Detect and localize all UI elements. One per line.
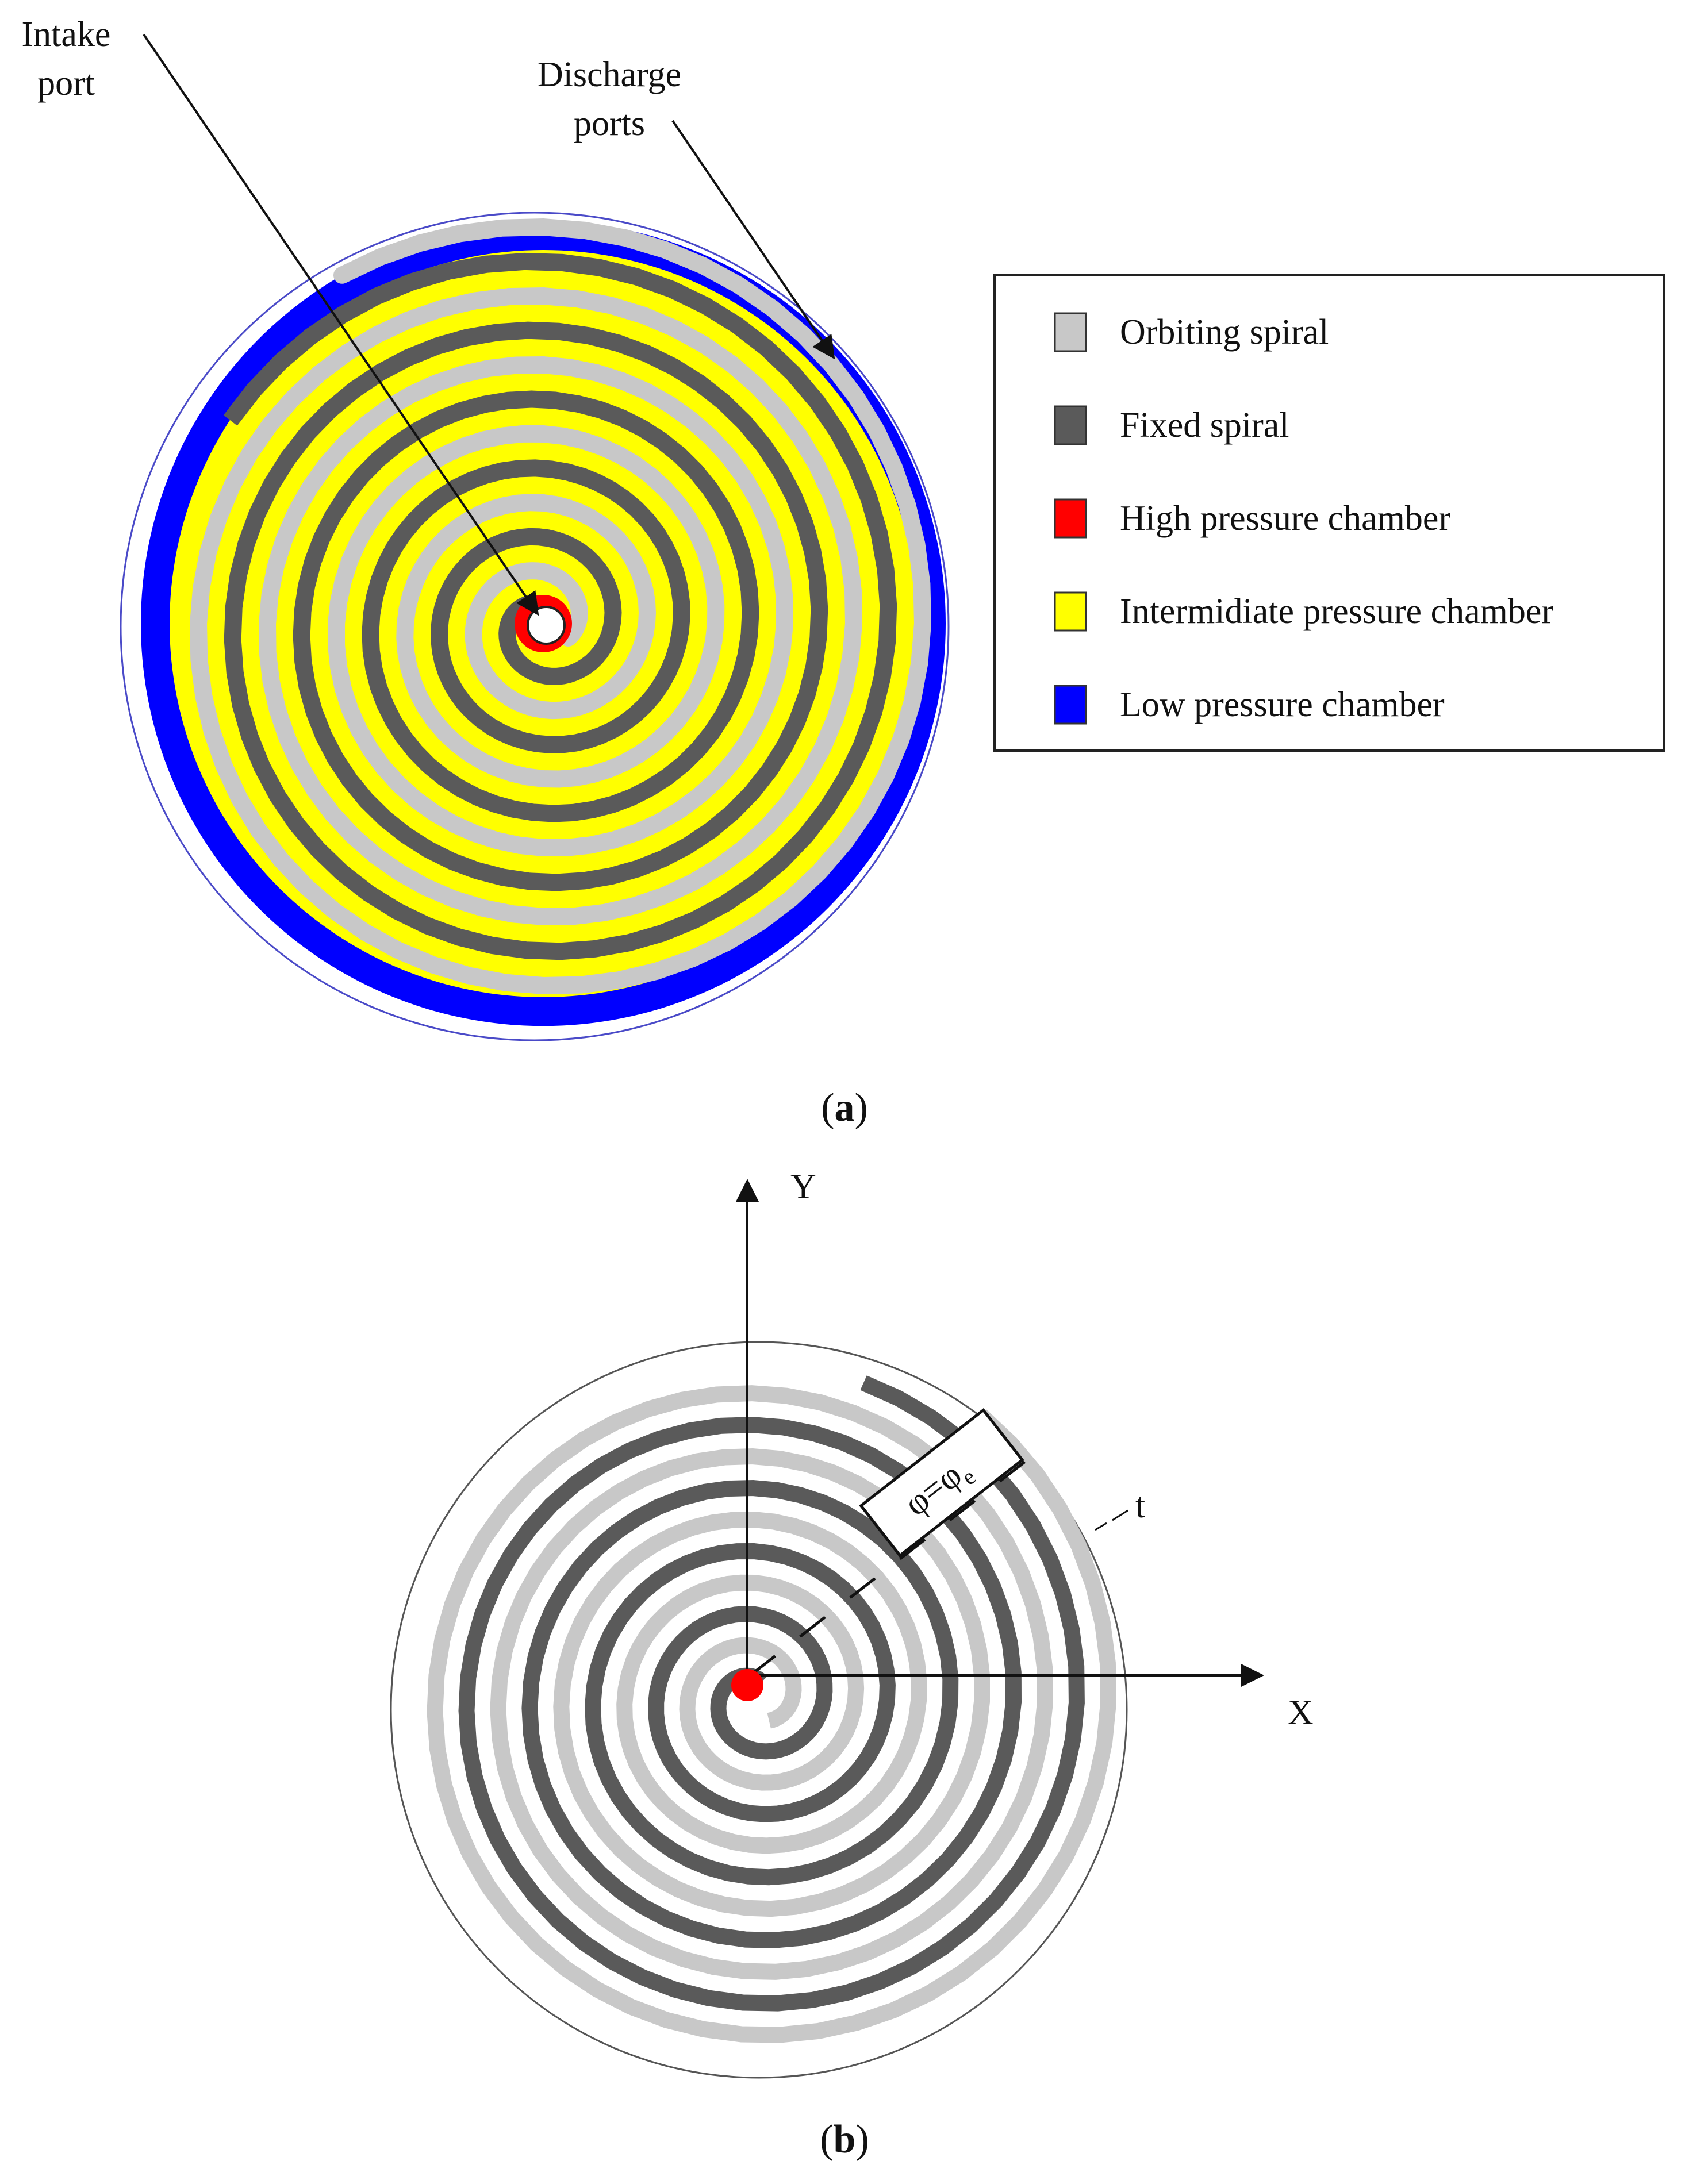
intake-label-line2: port — [37, 64, 95, 103]
thickness-label: t — [1135, 1486, 1145, 1525]
thickness-arrow-out — [1112, 1509, 1128, 1521]
phi-e-label: φ=φe — [859, 1408, 1024, 1558]
intake-port — [515, 595, 572, 652]
legend-swatch-orbiting — [1054, 312, 1087, 352]
intake-arrow — [143, 33, 539, 616]
housing-outline-a — [120, 212, 950, 1041]
caption-a-letter: a — [835, 1086, 855, 1130]
scroll-set-a — [140, 218, 946, 1026]
scroll-set-b — [427, 1375, 1116, 2043]
fixed-spiral — [223, 252, 897, 960]
caption-b-letter: b — [834, 2117, 856, 2162]
x-axis-label: X — [1288, 1693, 1314, 1732]
discharge-label-line1: Discharge — [538, 55, 681, 94]
legend-swatch-low — [1054, 685, 1087, 725]
legend: Orbiting spiral Fixed spiral High pressu… — [993, 274, 1665, 752]
intake-label-line1: Intake — [22, 15, 111, 54]
origin-red-dot — [731, 1669, 763, 1701]
intake-port-hole — [527, 606, 566, 645]
thickness-arrow-in — [1095, 1522, 1107, 1531]
legend-box — [993, 274, 1665, 752]
fixed-spiral-b — [458, 1375, 1085, 2012]
discharge-arrow — [671, 120, 835, 360]
phi-e-box — [859, 1408, 1024, 1558]
thickness-marker: t — [1095, 1486, 1145, 1531]
orbiting-spiral-b — [427, 1385, 1116, 2043]
housing-outline-b — [390, 1341, 1128, 2079]
caption-a: (a) — [821, 1086, 868, 1130]
legend-label-low: Low pressure chamber — [1120, 685, 1445, 724]
y-axis-label: Y — [790, 1167, 816, 1206]
panel-b: Y X φ=φe t (b) — [390, 1167, 1314, 2162]
legend-swatch-fixed — [1054, 405, 1087, 445]
legend-swatch-high — [1054, 498, 1087, 539]
legend-label-orbiting: Orbiting spiral — [1120, 313, 1329, 352]
panel-a: Intake port Discharge ports Orbiting spi… — [22, 15, 1665, 1130]
legend-label-fixed: Fixed spiral — [1120, 406, 1289, 445]
caption-b: (b) — [820, 2117, 869, 2162]
legend-swatch-intermediate — [1054, 591, 1087, 632]
orbiting-spiral — [189, 218, 932, 995]
discharge-label-line2: ports — [574, 104, 645, 143]
legend-label-intermediate: Intermidiate pressure chamber — [1120, 592, 1553, 631]
legend-label-high: High pressure chamber — [1120, 499, 1450, 538]
